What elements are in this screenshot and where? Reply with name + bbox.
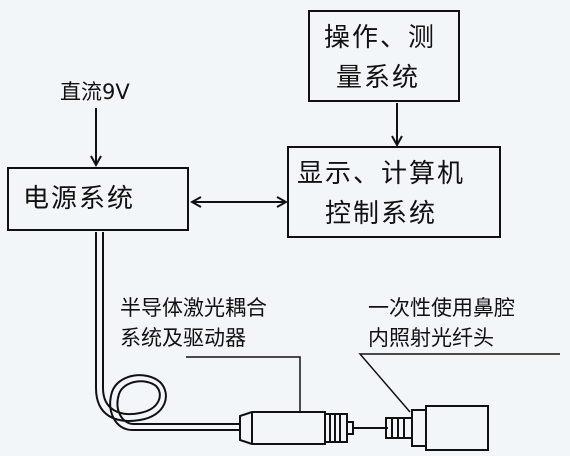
fiber-head-label-line2: 内照射光纤头 (368, 326, 494, 350)
fiber-head-icon (385, 405, 489, 451)
display-control-system-box: 显示、计算机 控制系统 (287, 146, 501, 238)
operation-box-line2: 量系统 (336, 63, 421, 93)
power-system-box: 电源系统 (7, 167, 189, 231)
laser-leader-line (186, 356, 301, 412)
input-voltage-label: 直流9V (60, 80, 130, 104)
fiber-head-label-line1: 一次性使用鼻腔 (368, 296, 515, 320)
laser-module-label-line2: 系统及驱动器 (120, 326, 246, 350)
display-box-line1: 显示、计算机 (297, 159, 466, 189)
operation-measurement-system-box: 操作、测 量系统 (308, 10, 460, 102)
power-box-label: 电源系统 (23, 184, 136, 214)
cable (95, 232, 240, 431)
laser-module-label-line1: 半导体激光耦合 (120, 296, 267, 320)
laser-module-icon (239, 411, 388, 445)
display-box-line2: 控制系统 (325, 199, 438, 229)
operation-box-line1: 操作、测 (324, 23, 437, 53)
fiber-leader-line (358, 353, 560, 413)
